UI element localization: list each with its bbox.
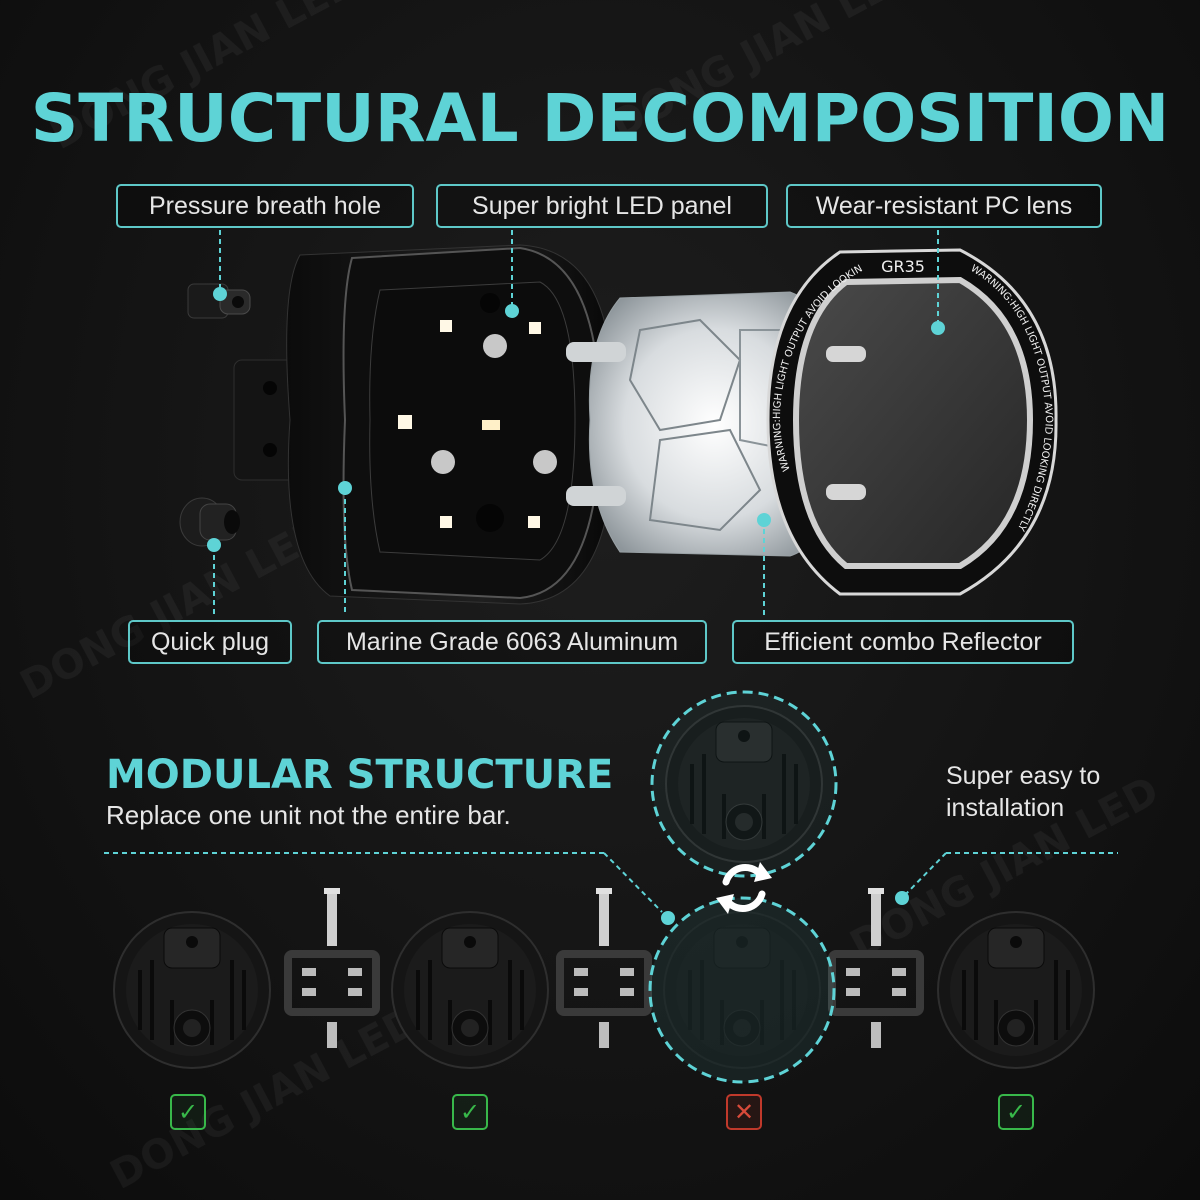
mounting-bracket [832,888,920,1048]
check-icon: ✓ [452,1094,488,1130]
label-quick-plug: Quick plug [128,620,292,664]
mounting-bracket [560,888,648,1048]
light-unit [112,910,272,1070]
lens-model-text: GR35 [881,257,925,276]
page-title: STRUCTURAL DECOMPOSITION [30,80,1170,157]
leader-lines [213,230,939,616]
quick-plug-part [179,497,240,547]
label-pc-lens: Wear-resistant PC lens [786,184,1102,228]
aluminum-housing [233,244,614,605]
leader-dots [207,287,945,552]
check-icon: ✓ [998,1094,1034,1130]
label-led-panel: Super bright LED panel [436,184,768,228]
light-unit [936,910,1096,1070]
swap-icon [716,862,772,914]
modular-heading: MODULAR STRUCTURE [106,752,614,798]
label-reflector: Efficient combo Reflector [732,620,1074,664]
label-pressure-breath-hole: Pressure breath hole [116,184,414,228]
cross-icon: ✕ [726,1094,762,1130]
modular-subheading: Replace one unit not the entire bar. [106,800,511,830]
installation-note: Super easy to installation [946,762,1101,822]
label-aluminum: Marine Grade 6063 Aluminum [317,620,707,664]
mounting-bracket [288,888,376,1048]
check-icon: ✓ [170,1094,206,1130]
light-unit [390,910,550,1070]
